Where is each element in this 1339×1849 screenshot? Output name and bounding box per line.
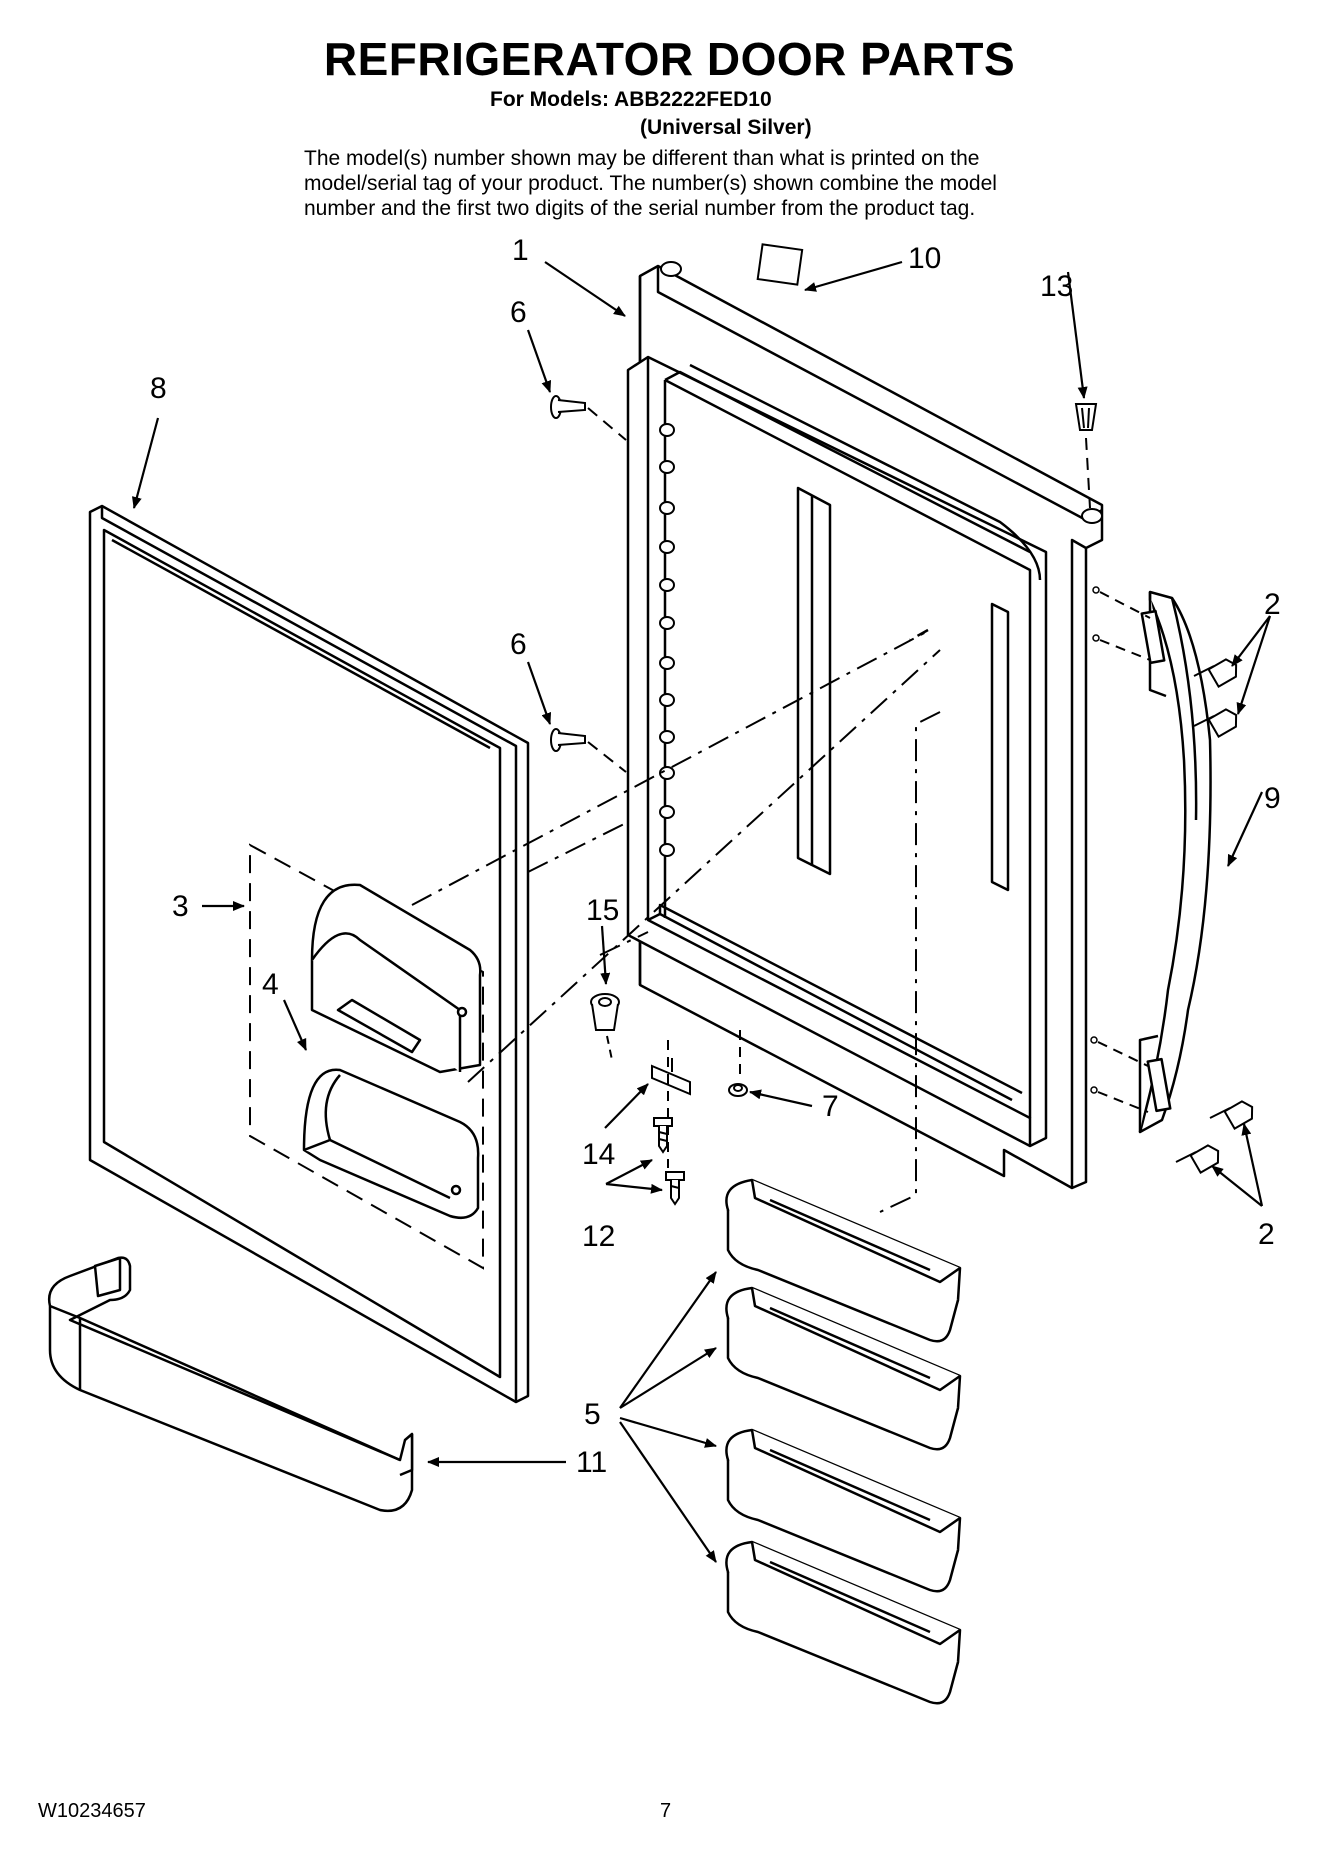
bottom-bin-part-11	[47, 1256, 414, 1513]
callout-15: 15	[586, 894, 619, 927]
leader-arrows	[132, 260, 1272, 1563]
callout-2-upper: 2	[1264, 588, 1281, 621]
note-line-2: model/serial tag of your product. The nu…	[304, 172, 997, 195]
bracket-part-14	[651, 1058, 691, 1096]
door-stop-part-6-lower	[550, 728, 586, 752]
screws-part-12	[653, 1117, 685, 1206]
callout-labels: 1 10 13 6 8 2 6 9 15 3 4 7 14 12 2 5 11	[150, 234, 1281, 1479]
callout-14: 14	[582, 1138, 615, 1171]
dispenser-cover-part-3	[310, 883, 482, 1074]
hinge-holes	[660, 261, 1103, 524]
door-bins-part-5	[725, 1178, 962, 1705]
plug-part-7	[728, 1083, 748, 1097]
note-line-1: The model(s) number shown may be differe…	[304, 147, 980, 170]
callout-6-lower: 6	[510, 628, 527, 661]
handle-mount-holes	[1090, 586, 1100, 1094]
page-number: 7	[660, 1800, 672, 1822]
models-line: For Models: ABB2222FED10	[490, 88, 772, 111]
callout-12: 12	[582, 1220, 615, 1253]
alignment-lines	[411, 629, 941, 1083]
callout-13: 13	[1040, 270, 1073, 303]
note-line-3: number and the first two digits of the s…	[304, 197, 976, 220]
callout-4: 4	[262, 968, 279, 1001]
callout-10: 10	[908, 242, 941, 275]
callout-6-upper: 6	[510, 296, 527, 329]
door-stop-part-6-upper	[550, 395, 586, 419]
callout-3: 3	[172, 890, 189, 923]
callout-7: 7	[822, 1090, 839, 1123]
door-handle-part-9	[1138, 590, 1212, 1134]
handle-mounting-lines	[1097, 591, 1151, 1113]
shelf-alignment-line	[879, 711, 941, 1213]
bottom-bushing-part-15	[590, 993, 620, 1031]
callout-8: 8	[150, 372, 167, 405]
callout-2-lower: 2	[1258, 1218, 1275, 1251]
color-line: (Universal Silver)	[640, 116, 812, 139]
shelf-support-dimples	[659, 423, 675, 857]
page-title: REFRIGERATOR DOOR PARTS	[323, 33, 1016, 85]
label-part-10	[756, 243, 804, 286]
dispenser-tray-part-4	[302, 1068, 480, 1219]
document-number: W10234657	[38, 1800, 146, 1822]
door-frame-part-1	[626, 264, 1104, 1190]
callout-1: 1	[512, 234, 529, 267]
callout-11: 11	[576, 1446, 607, 1479]
callout-9: 9	[1264, 782, 1281, 815]
callout-5: 5	[584, 1398, 601, 1431]
model-note: The model(s) number shown may be differe…	[304, 146, 1104, 221]
hinge-bushing-part-13	[1074, 403, 1098, 431]
